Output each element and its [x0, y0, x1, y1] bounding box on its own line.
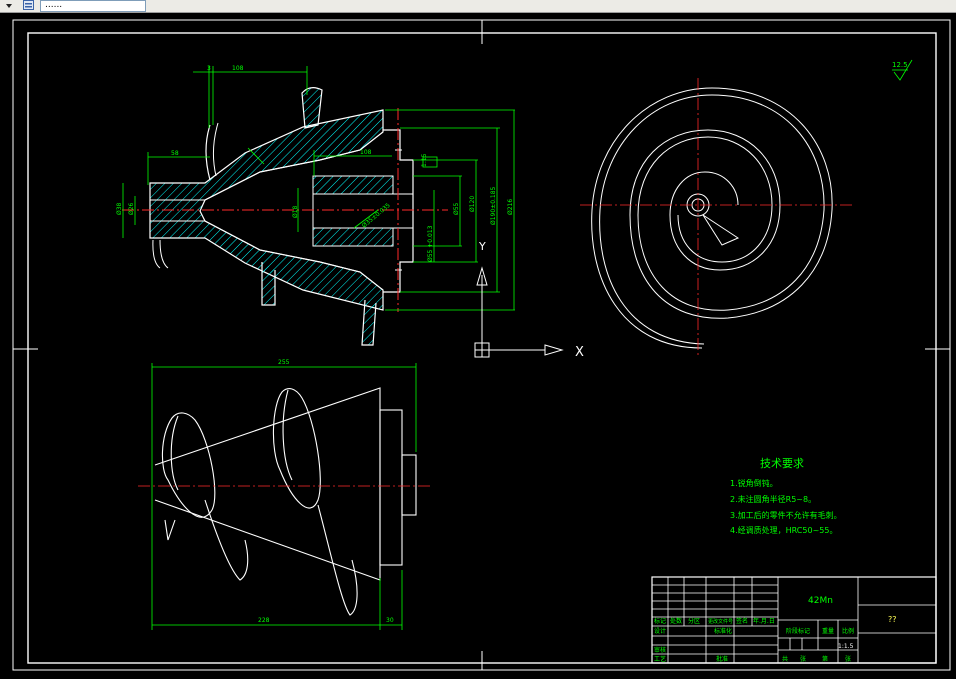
dim-right: 30 [386, 617, 394, 624]
tb-ratio: 比例 [842, 627, 854, 635]
dim-overall: 255 [278, 359, 290, 366]
toolbar: ...... [0, 0, 956, 13]
dim-taper: 1:15 [421, 153, 428, 167]
dim-mid-len: 108 [360, 149, 372, 156]
roughness-value: 12.5 [892, 61, 908, 69]
tb-label-shenhe: 审核 [654, 646, 666, 654]
dim-slot: Ø35±0.035 [361, 202, 392, 230]
tb-material: 42Mn [808, 596, 833, 606]
tb-label-biaozhun: 标准化 [714, 627, 732, 635]
drawing-frame [12, 19, 951, 671]
dropdown-arrow-icon[interactable] [4, 0, 14, 10]
side-view-dim-text: 255 228 30 [258, 359, 394, 624]
tb-sheet-di: 第 [822, 655, 828, 663]
layer-dropdown-value: ...... [45, 0, 63, 10]
roughness-symbol [892, 59, 913, 81]
ucs-x-label: X [575, 345, 584, 360]
title-block-text: 42Mn ?? 1:1.5 标记 处数 分区 更改文件号 签名 年.月.日 设计… [654, 596, 897, 663]
dim-d-r1: Ø120 [469, 196, 476, 212]
side-view [154, 387, 417, 616]
title-block [651, 576, 937, 664]
tech-item-4: 4.经调质处理，HRC50~55。 [730, 525, 837, 535]
tb-label-qianming: 签名 [736, 617, 748, 625]
tb-label-pizhun: 批准 [716, 655, 728, 663]
tb-label-chushu: 处数 [670, 617, 682, 625]
tb-label-fenqu: 分区 [688, 617, 700, 625]
tb-label-gongyi: 工艺 [654, 655, 666, 663]
drawing-canvas[interactable]: 3 108 58 108 Ø38 Ø26 Ø18 Ø55 Ø120 Ø190±0… [0, 13, 956, 675]
tb-sheet-zhang1: 张 [800, 655, 806, 663]
dim-top-small: 3 [207, 65, 211, 72]
tech-item-2: 2.未注圆角半径R5~8。 [730, 494, 816, 504]
tb-label-sheji: 设计 [654, 627, 666, 635]
tech-requirements: 技术要求 1.锐角倒钝。 2.未注圆角半径R5~8。 3.加工后的零件不允许有毛… [730, 457, 842, 535]
dim-d-bore: Ø18 [292, 205, 299, 218]
tb-label-date: 年.月.日 [753, 617, 775, 625]
layer-dropdown[interactable]: ...... [40, 0, 146, 12]
ucs-y-label: Y [478, 240, 486, 253]
layer-manager-icon[interactable] [23, 0, 34, 10]
tb-sheet-gong: 共 [782, 655, 788, 663]
end-view-spiral [591, 87, 833, 349]
tb-weight: 重量 [822, 627, 834, 635]
tech-item-3: 3.加工后的零件不允许有毛刺。 [730, 510, 842, 520]
tb-label-biaoji: 标记 [654, 617, 666, 625]
tb-stage: 阶段标记 [786, 627, 810, 635]
tb-sheet-zhang2: 张 [845, 655, 851, 663]
tb-scale: 1:1.5 [838, 643, 854, 650]
dim-d-left2: Ø26 [128, 202, 135, 215]
dim-d-r2: Ø190±0.185 [490, 186, 497, 225]
dim-d-hub: Ø55 [453, 202, 460, 215]
tech-title: 技术要求 [760, 457, 804, 470]
end-view-centerlines [580, 78, 852, 358]
tb-name: ?? [888, 615, 897, 624]
section-view [122, 87, 448, 346]
dim-top-len: 108 [232, 65, 244, 72]
dim-d-small: Ø55 +0.013 [427, 225, 434, 262]
dim-d-left: Ø38 [116, 202, 123, 215]
side-view-dimensions [151, 363, 417, 630]
dim-left-len: 58 [171, 150, 179, 157]
dim-bottom: 228 [258, 617, 270, 624]
tb-label-gengai: 更改文件号 [708, 618, 733, 625]
dim-d-r3: Ø216 [507, 199, 514, 215]
tech-item-1: 1.锐角倒钝。 [730, 478, 778, 488]
ucs-icon [474, 266, 564, 358]
section-view-dimensions [122, 66, 515, 311]
